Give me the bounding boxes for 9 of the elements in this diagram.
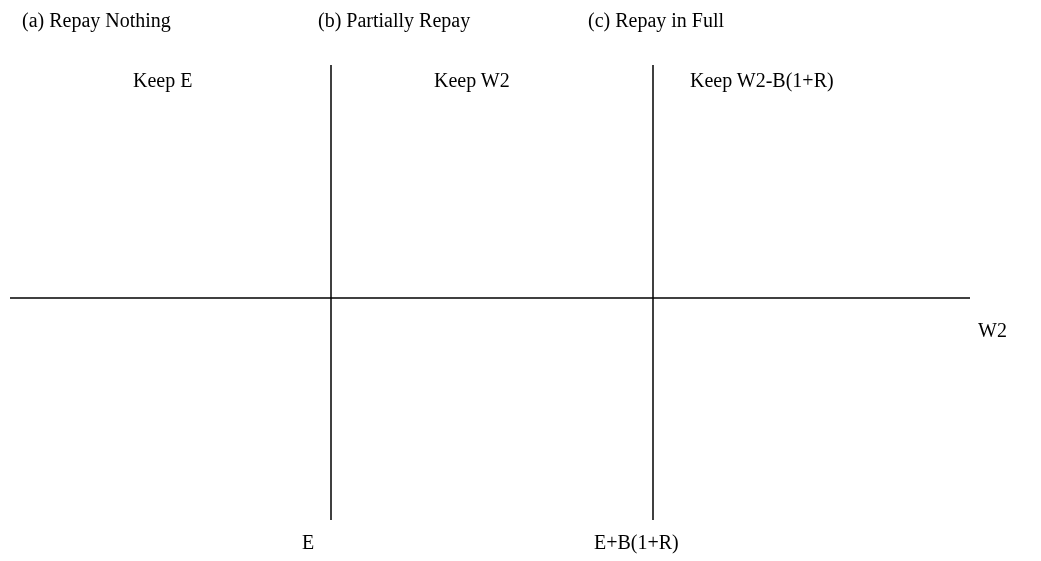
threshold-label: E — [302, 530, 315, 554]
case-heading: (c) Repay in Full — [588, 8, 725, 32]
region-label: Keep W2 — [434, 68, 510, 92]
threshold-label: E+B(1+R) — [594, 530, 679, 554]
case-heading: (b) Partially Repay — [318, 8, 471, 32]
axis-label: W2 — [978, 318, 1007, 342]
case-heading: (a) Repay Nothing — [22, 8, 171, 32]
region-label: Keep E — [133, 68, 193, 92]
region-label: Keep W2-B(1+R) — [690, 68, 834, 92]
